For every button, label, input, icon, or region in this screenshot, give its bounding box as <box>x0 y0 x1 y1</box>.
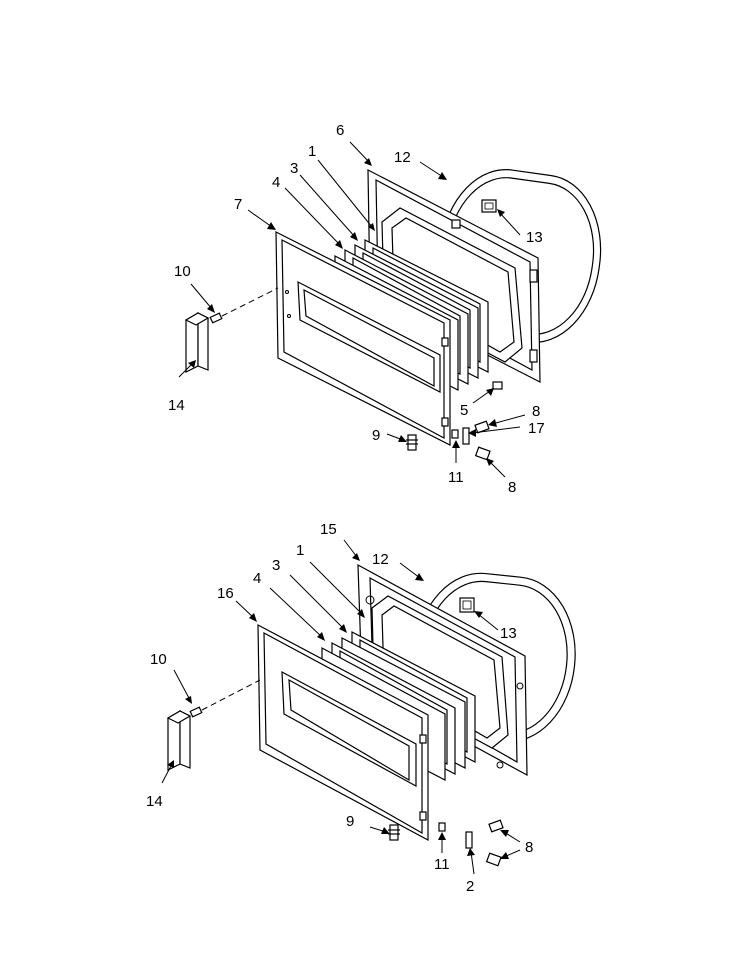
top-labels: 6 12 1 3 4 7 13 10 14 5 8 17 9 11 8 <box>168 122 545 496</box>
label-top-8a: 8 <box>532 403 540 420</box>
bottom-part-16-outer-door <box>257 623 429 842</box>
label-bottom-13: 13 <box>500 625 517 642</box>
top-part-14-handle <box>184 311 210 373</box>
label-top-13: 13 <box>526 229 543 246</box>
bottom-labels: 15 12 1 3 4 16 13 10 14 9 8 11 2 <box>146 521 533 895</box>
label-top-10: 10 <box>174 263 191 280</box>
label-bottom-10: 10 <box>150 651 167 668</box>
top-assembly: 6 12 1 3 4 7 13 10 14 5 8 17 9 11 8 <box>168 122 602 496</box>
label-top-6: 6 <box>336 122 344 139</box>
top-leaders <box>178 141 526 478</box>
label-bottom-2: 2 <box>466 878 474 895</box>
label-top-12: 12 <box>394 149 411 166</box>
bottom-part-14-handle <box>166 709 192 771</box>
bottom-hardware <box>388 819 504 867</box>
label-top-14: 14 <box>168 397 185 414</box>
label-top-1: 1 <box>308 143 316 160</box>
label-top-9: 9 <box>372 427 380 444</box>
label-bottom-1: 1 <box>296 542 304 559</box>
label-bottom-11: 11 <box>434 856 450 873</box>
label-bottom-9: 9 <box>346 813 354 830</box>
label-top-5: 5 <box>460 402 468 419</box>
label-top-11: 11 <box>448 469 464 486</box>
label-bottom-14: 14 <box>146 793 163 810</box>
label-top-4: 4 <box>272 174 280 191</box>
bottom-part-10-screw <box>189 679 261 718</box>
label-bottom-4: 4 <box>253 570 261 587</box>
label-bottom-15: 15 <box>320 521 337 538</box>
bottom-assembly: 15 12 1 3 4 16 13 10 14 9 8 11 2 <box>146 521 576 895</box>
label-bottom-12: 12 <box>372 551 389 568</box>
label-top-8b: 8 <box>508 479 516 496</box>
label-bottom-3: 3 <box>272 557 280 574</box>
top-part-10-screw <box>209 287 279 324</box>
label-top-3: 3 <box>290 160 298 177</box>
label-top-17: 17 <box>528 420 545 437</box>
top-hardware <box>406 381 503 461</box>
label-bottom-16: 16 <box>217 585 234 602</box>
top-part-7-outer-door <box>275 231 451 446</box>
label-bottom-8: 8 <box>525 839 533 856</box>
label-top-7: 7 <box>234 196 242 213</box>
bottom-leaders <box>161 539 521 875</box>
